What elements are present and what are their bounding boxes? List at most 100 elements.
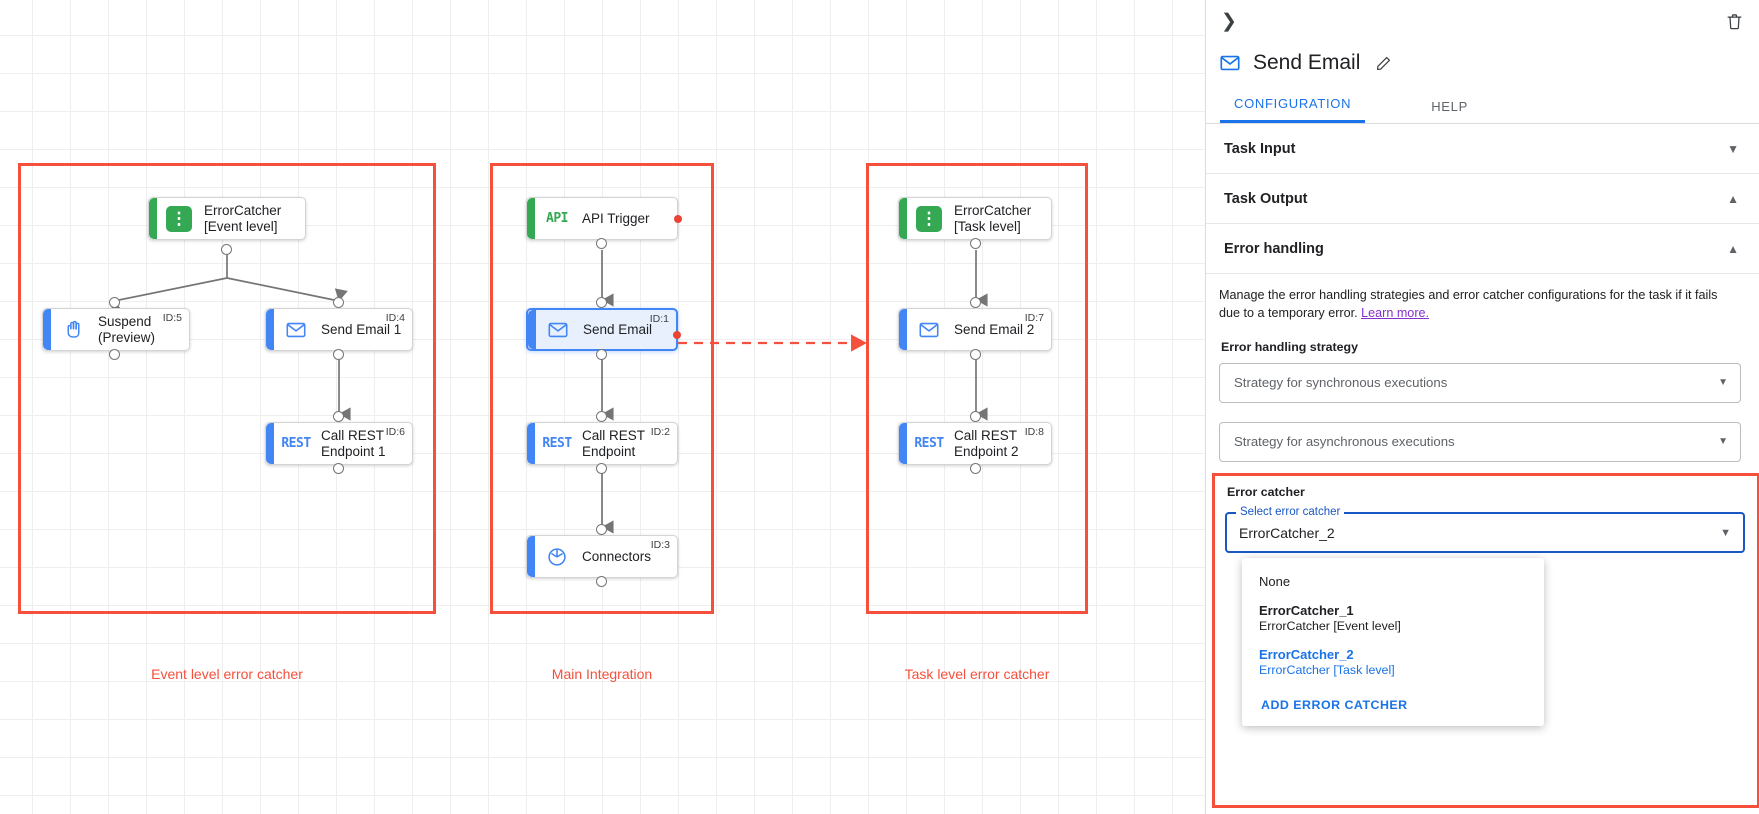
async-strategy-select[interactable]: Strategy for asynchronous executions ▼ [1219,421,1741,462]
pencil-icon[interactable] [1373,53,1393,73]
section-task-output[interactable]: Task Output ▲ [1206,174,1759,224]
tab-configuration[interactable]: CONFIGURATION [1220,96,1366,123]
node-id: ID:7 [1024,312,1044,324]
dropdown-option-errorcatcher-2[interactable]: ErrorCatcher_2 ErrorCatcher [Task level] [1242,640,1544,684]
dropdown-option-none[interactable]: None [1242,567,1544,596]
section-label: Error handling [1224,240,1324,257]
port-api-trigger-out[interactable] [596,238,607,249]
sync-strategy-value: Strategy for synchronous executions [1234,375,1448,391]
port-send-email-out[interactable] [596,349,607,360]
connectors-icon [544,544,570,570]
node-label: API Trigger [582,210,650,226]
port-connectors-out[interactable] [596,576,607,587]
select-error-catcher-field[interactable]: Select error catcher ErrorCatcher_2 ▼ [1225,506,1745,553]
page-title: Send Email [1253,51,1361,74]
description-text: Manage the error handling strategies and… [1219,288,1718,320]
port-suspend-in[interactable] [109,297,120,308]
node-accent-bar [149,198,157,239]
node-accent-bar [527,423,535,464]
node-label: Send Email [583,321,653,337]
chevron-down-icon: ▼ [1718,436,1728,448]
node-connectors[interactable]: Connectors ID:3 [526,535,678,578]
port-send-email-in[interactable] [596,297,607,308]
group-box-event-level [18,163,436,614]
error-indicator-dot [674,214,682,223]
error-catcher-heading: Error catcher [1227,485,1305,499]
chevron-down-icon: ▼ [1720,526,1731,539]
node-label: Call REST Endpoint 1 [321,427,386,459]
trash-icon[interactable] [1721,8,1747,34]
chevron-down-icon: ▼ [1718,377,1728,389]
group-label-task-level: Task level error catcher [904,666,1050,682]
node-accent-bar [899,198,907,239]
node-label: ErrorCatcher [Event level] [204,202,282,234]
port-send-email-1-out[interactable] [333,349,344,360]
node-error-catcher-event-level[interactable]: ⋮ ErrorCatcher [Event level] [148,197,306,240]
node-id: ID:8 [1024,426,1044,438]
port-call-rest-in[interactable] [596,411,607,422]
node-error-catcher-task-level[interactable]: ⋮ ErrorCatcher [Task level] [898,197,1052,240]
error-catcher-dropdown-menu[interactable]: None ErrorCatcher_1 ErrorCatcher [Event … [1242,558,1544,726]
port-send-email-1-in[interactable] [333,297,344,308]
section-task-input[interactable]: Task Input ▼ [1206,124,1759,174]
port-error-catcher-event-out[interactable] [221,244,232,255]
chevron-up-icon: ▲ [1727,241,1739,256]
error-indicator-dot [673,331,681,339]
port-call-rest-out[interactable] [596,463,607,474]
node-send-email-2[interactable]: Send Email 2 ID:7 [898,308,1052,351]
node-call-rest-endpoint[interactable]: REST Call REST Endpoint ID:2 [526,422,678,465]
node-accent-bar [43,309,51,350]
node-accent-bar [266,423,274,464]
node-id: ID:3 [650,539,670,551]
learn-more-link[interactable]: Learn more. [1361,305,1430,320]
error-handling-description: Manage the error handling strategies and… [1219,287,1741,323]
port-call-rest-2-in[interactable] [970,411,981,422]
node-accent-bar [266,309,274,350]
hand-icon [60,317,86,343]
tab-help[interactable]: HELP [1431,99,1468,114]
group-box-main-integration [490,163,714,614]
node-suspend-preview[interactable]: Suspend (Preview) ID:5 [42,308,190,351]
node-label: Send Email 2 [954,321,1035,337]
api-icon-text: API [546,211,568,226]
error-catcher-icon: ⋮ [916,205,942,232]
port-send-email-2-out[interactable] [970,349,981,360]
select-error-catcher-value: ErrorCatcher_2 [1239,524,1335,541]
node-call-rest-endpoint-2[interactable]: REST Call REST Endpoint 2 ID:8 [898,422,1052,465]
mail-icon [545,317,571,343]
node-accent-bar [899,309,907,350]
node-accent-bar [527,198,535,239]
panel-title-row: Send Email [1206,40,1759,82]
port-error-catcher-task-out[interactable] [970,238,981,249]
port-suspend-out[interactable] [109,349,120,360]
section-label: Task Output [1224,190,1308,207]
async-strategy-value: Strategy for asynchronous executions [1234,434,1455,450]
group-box-task-level [866,163,1088,614]
error-catcher-icon: ⋮ [166,205,192,232]
dropdown-option-errorcatcher-1[interactable]: ErrorCatcher_1 ErrorCatcher [Event level… [1242,596,1544,640]
port-call-rest-1-out[interactable] [333,463,344,474]
port-call-rest-1-in[interactable] [333,411,344,422]
node-label: Send Email 1 [321,321,402,337]
node-label: ErrorCatcher [Task level] [954,202,1032,234]
node-call-rest-endpoint-1[interactable]: REST Call REST Endpoint 1 ID:6 [265,422,413,465]
error-handling-strategy-label: Error handling strategy [1221,339,1359,354]
node-api-trigger[interactable]: API API Trigger [526,197,682,240]
node-label: Call REST Endpoint 2 [954,427,1019,459]
node-send-email-1[interactable]: Send Email 1 ID:4 [265,308,413,351]
section-label: Task Input [1224,140,1296,157]
sync-strategy-select[interactable]: Strategy for synchronous executions ▼ [1219,362,1741,403]
port-send-email-2-in[interactable] [970,297,981,308]
port-call-rest-2-out[interactable] [970,463,981,474]
error-catcher-block: Error catcher Select error catcher Error… [1212,473,1759,808]
api-icon: API [544,206,570,232]
add-error-catcher-button[interactable]: ADD ERROR CATCHER [1261,698,1408,712]
section-error-handling[interactable]: Error handling ▲ [1206,224,1759,274]
chevron-right-icon[interactable]: ❯ [1221,10,1237,32]
node-send-email[interactable]: Send Email ID:1 [526,308,681,351]
mail-icon [916,317,942,343]
node-label: Connectors [582,548,652,564]
workflow-canvas[interactable]: Event level error catcher Main Integrati… [0,0,1353,814]
option-primary: ErrorCatcher_1 [1259,603,1354,618]
port-connectors-in[interactable] [596,524,607,535]
